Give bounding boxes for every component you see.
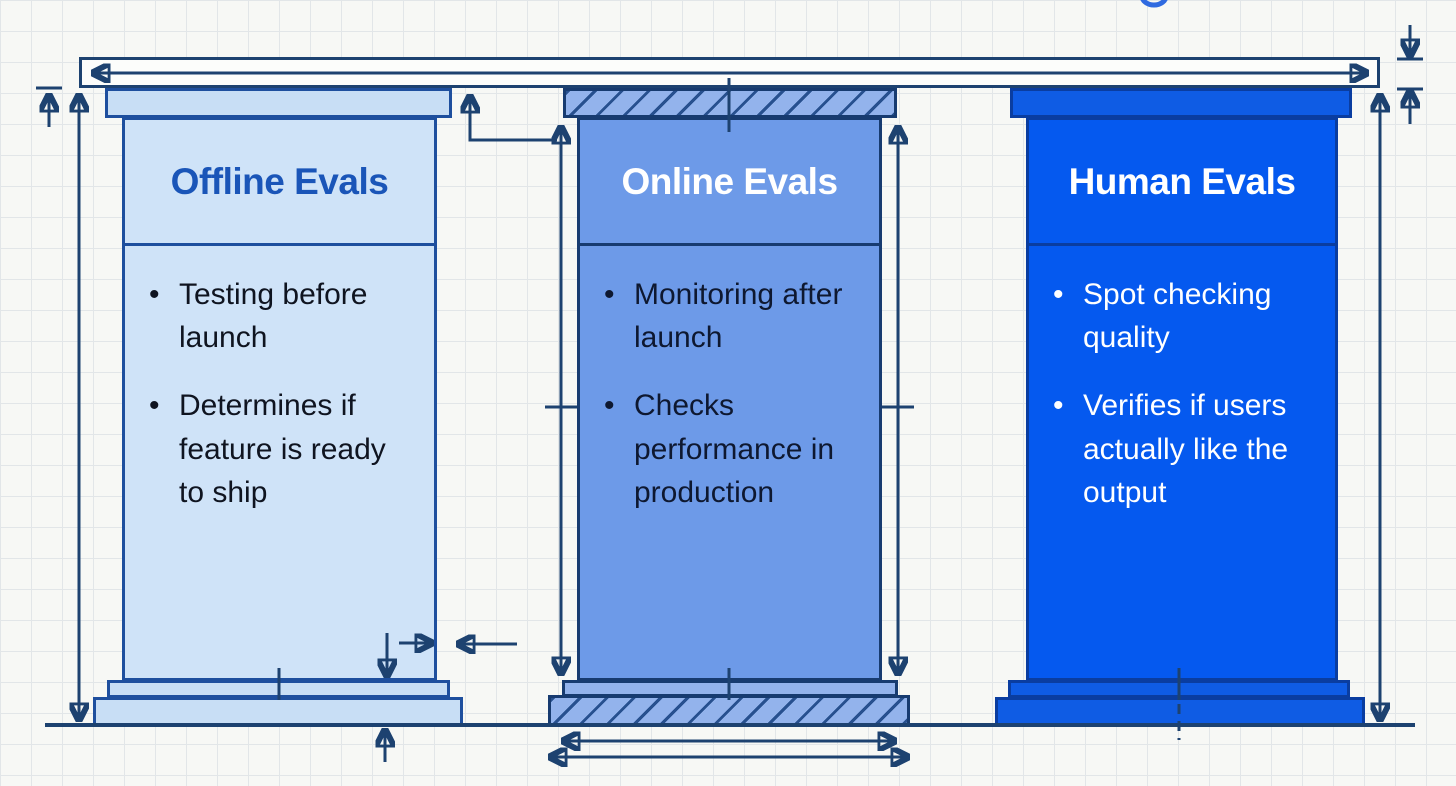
pillar-title: Offline Evals xyxy=(125,120,434,246)
bullet-item: Monitoring after launch xyxy=(604,273,863,359)
pillar-capital-hatched xyxy=(563,88,897,118)
pillar-capital xyxy=(1010,88,1352,118)
bullet-item: Determines if feature is ready to ship xyxy=(149,384,418,514)
capital-leader-arrow xyxy=(470,97,557,142)
bullet-item: Spot checking quality xyxy=(1053,273,1319,359)
pillar-base-upper xyxy=(1008,680,1350,698)
pillar-shaft: Human Evals Spot checking quality Verifi… xyxy=(1026,117,1338,681)
bullet-item: Checks performance in production xyxy=(604,384,863,514)
pillar-bullet-list: Monitoring after launch Checks performan… xyxy=(580,246,879,514)
pillar-base-lower-hatched xyxy=(548,695,910,726)
pillar-shaft: Online Evals Monitoring after launch Che… xyxy=(577,117,882,681)
bullet-item: Testing before launch xyxy=(149,273,418,359)
pillar-base-upper xyxy=(562,680,898,697)
entablature-beam xyxy=(79,57,1380,88)
pillar-bullet-list: Testing before launch Determines if feat… xyxy=(125,246,434,514)
pillar-shaft: Offline Evals Testing before launch Dete… xyxy=(122,117,437,681)
pillar-base-upper xyxy=(107,680,450,698)
pillar-base-lower xyxy=(995,697,1365,726)
bullet-item: Verifies if users actually like the outp… xyxy=(1053,384,1319,514)
pillar-title: Online Evals xyxy=(580,120,879,246)
cropped-title-fragment xyxy=(1140,0,1168,8)
pillar-title: Human Evals xyxy=(1029,120,1335,246)
pillar-base-lower xyxy=(93,697,463,726)
pillar-bullet-list: Spot checking quality Verifies if users … xyxy=(1029,246,1335,514)
pillar-capital xyxy=(105,88,452,118)
